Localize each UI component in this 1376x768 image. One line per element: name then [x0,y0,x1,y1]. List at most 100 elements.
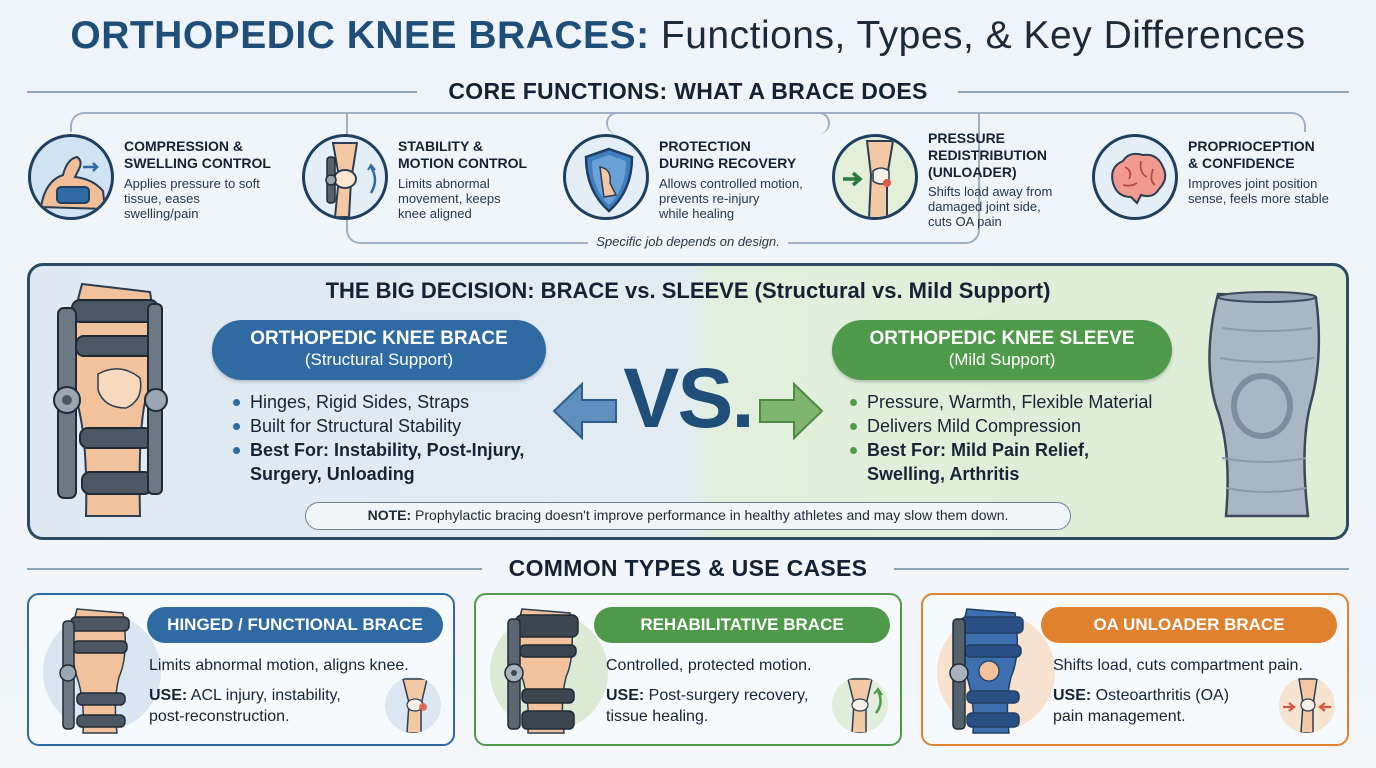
note-label: NOTE: [367,507,412,523]
card-use-text: Post-surgery recovery, [644,687,809,704]
function-title: PROPRIOCEPTION & CONFIDENCE [1188,138,1315,172]
function-desc: Limits abnormal movement, keeps knee ali… [398,176,501,221]
note-box: NOTE: Prophylactic bracing doesn't impro… [305,502,1071,530]
divider-left [27,91,417,93]
function-compression: COMPRESSION & SWELLING CONTROL Applies p… [28,130,298,228]
function-desc: Shifts load away from damaged joint side… [928,184,1052,229]
connector-mid [606,112,830,134]
knee-motion-icon [832,677,888,733]
brace-label-pill: ORTHOPEDIC KNEE BRACE (Structural Suppor… [212,320,546,380]
function-desc-line: prevents re-injury [659,191,760,206]
function-pressure-redistribution: PRESSURE REDISTRIBUTION (UNLOADER) Shift… [832,126,1082,229]
arm-compression-icon [28,134,114,220]
brace-bullet: Built for Structural Stability [232,414,524,438]
vs-label: VS. [623,351,754,445]
knee-joint-icon [832,134,918,220]
type-card-rehabilitative: REHABILITATIVE BRACE Controlled, protect… [474,593,902,746]
function-desc-line: Improves joint position [1188,176,1318,191]
card-desc: Shifts load, cuts compartment pain. [1053,657,1303,674]
function-desc-line: Limits abnormal [398,176,490,191]
function-title: PROTECTION DURING RECOVERY [659,138,796,172]
sleeve-bullet: Pressure, Warmth, Flexible Material [849,390,1152,414]
brace-bullet-text: Surgery, Unloading [250,464,415,484]
function-desc-line: sense, feels more stable [1188,191,1329,206]
function-desc-line: Applies pressure to soft [124,176,260,191]
page-title: ORTHOPEDIC KNEE BRACES: Functions, Types… [0,14,1376,58]
card-use-text: pain management. [1053,708,1186,725]
title-rest: Functions, Types, & Key Differences [649,14,1306,57]
function-protection: PROTECTION DURING RECOVERY Allows contro… [563,130,825,228]
decision-heading: THE BIG DECISION: BRACE vs. SLEEVE (Stru… [325,278,1051,303]
title-strong: ORTHOPEDIC KNEE BRACES: [70,14,650,57]
oa-unloader-brace-icon [949,608,1024,734]
function-title-line: REDISTRIBUTION [928,147,1047,163]
knee-sleeve-illustration [1208,291,1321,518]
function-desc-line: tissue, eases [124,191,200,206]
sleeve-bullets: Pressure, Warmth, Flexible Material Deli… [849,390,1152,486]
sleeve-label-pill: ORTHOPEDIC KNEE SLEEVE (Mild Support) [832,320,1172,380]
function-title-line: STABILITY & [398,138,484,154]
divider-left [27,568,482,570]
function-title-line: & CONFIDENCE [1188,155,1295,171]
function-title: COMPRESSION & SWELLING CONTROL [124,138,271,172]
card-use-text: tissue healing. [606,708,709,725]
function-desc: Improves joint position sense, feels mor… [1188,176,1329,206]
function-title-line: PRESSURE [928,130,1006,146]
hinged-brace-icon [59,608,130,734]
function-stability: STABILITY & MOTION CONTROL Limits abnorm… [302,130,562,228]
function-desc-line: Shifts load away from [928,184,1053,199]
sleeve-bullet-text: Best For: Mild Pain Relief, [867,440,1090,460]
function-desc-line: damaged joint side, [928,199,1041,214]
function-title-line: DURING RECOVERY [659,155,797,171]
type-card-hinged: HINGED / FUNCTIONAL BRACE Limits abnorma… [27,593,455,746]
brace-bullets: Hinges, Rigid Sides, Straps Built for St… [232,390,524,486]
divider-right [958,91,1349,93]
function-title-line: COMPRESSION & [124,138,244,154]
card-use-label: USE: [606,687,645,704]
card-use-label: USE: [149,687,188,704]
card-use-text: ACL injury, instability, [187,687,341,704]
sleeve-bullet: Delivers Mild Compression [849,414,1152,438]
function-title-line: SWELLING CONTROL [124,155,271,171]
knee-unload-icon [1279,677,1335,733]
sleeve-bullet: Best For: Mild Pain Relief, Swelling, Art… [849,438,1152,486]
card-desc: Limits abnormal motion, aligns knee. [149,657,409,674]
function-title: STABILITY & MOTION CONTROL [398,138,527,172]
divider-right [894,568,1349,570]
sleeve-label: ORTHOPEDIC KNEE SLEEVE [869,328,1135,349]
card-text: Controlled, protected motion. USE: Post-… [606,655,811,727]
knee-pain-icon [385,677,441,733]
function-desc-line: knee aligned [398,206,472,221]
card-desc: Controlled, protected motion. [606,657,812,674]
knee-brace-illustration [53,282,168,517]
function-title: PRESSURE REDISTRIBUTION (UNLOADER) [928,130,1047,181]
card-label-pill: OA UNLOADER BRACE [1041,607,1337,643]
sleeve-sub: (Mild Support) [948,350,1056,369]
card-use-text: post-reconstruction. [149,708,290,725]
function-desc-line: Allows controlled motion, [659,176,803,191]
card-use-label: USE: [1053,687,1092,704]
brace-sub: (Structural Support) [304,350,454,369]
function-desc-line: while healing [659,206,735,221]
card-label: REHABILITATIVE BRACE [640,615,844,634]
function-desc: Allows controlled motion, prevents re-in… [659,176,803,221]
card-label-pill: HINGED / FUNCTIONAL BRACE [147,607,443,643]
card-use-text: Osteoarthritis (OA) [1091,687,1230,704]
function-desc-line: movement, keeps [398,191,501,206]
sleeve-bullet-text: Swelling, Arthritis [867,464,1020,484]
rehab-brace-icon [504,608,579,734]
function-desc-line: swelling/pain [124,206,199,221]
card-text: Limits abnormal motion, aligns knee. USE… [149,655,409,727]
core-functions-heading: CORE FUNCTIONS: WHAT A BRACE DOES [448,78,928,104]
types-heading: COMMON TYPES & USE CASES [508,555,868,581]
decision-panel: THE BIG DECISION: BRACE vs. SLEEVE (Stru… [27,263,1349,540]
shield-icon [563,134,649,220]
function-title-line: PROPRIOCEPTION [1188,138,1315,154]
brace-bullet-text: Best For: Instability, Post-Injury, [250,440,525,460]
brace-bullet: Hinges, Rigid Sides, Straps [232,390,524,414]
card-use: USE: Osteoarthritis (OA) pain management. [1053,685,1303,727]
card-use: USE: Post-surgery recovery, tissue healin… [606,685,811,727]
left-arrow-icon [552,381,617,441]
card-label: HINGED / FUNCTIONAL BRACE [167,615,423,634]
card-use: USE: ACL injury, instability, post-recons… [149,685,409,727]
